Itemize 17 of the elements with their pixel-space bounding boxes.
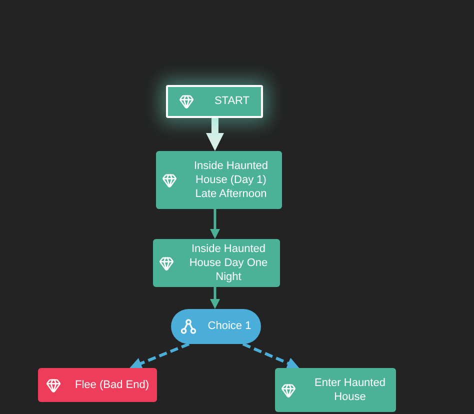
ending-box <box>38 368 157 402</box>
scene-box <box>156 151 282 209</box>
node-label: Enter Haunted House <box>314 376 386 404</box>
scene-box <box>275 368 396 412</box>
dashed-arrow <box>130 342 190 370</box>
node-label: Inside Haunted House Day One Night <box>188 242 269 284</box>
choice-box <box>171 309 261 344</box>
node-label: Flee (Bad End) <box>75 378 149 392</box>
node-label: START <box>214 94 250 109</box>
arrow <box>206 118 224 151</box>
arrow <box>210 287 220 309</box>
scene-box <box>153 239 280 287</box>
arrow <box>210 209 220 239</box>
start-box <box>166 85 263 118</box>
node-label: Choice 1 <box>208 319 252 334</box>
node-label: Inside Haunted House (Day 1) Late Afternoon <box>193 158 269 202</box>
dashed-arrow <box>242 342 300 369</box>
